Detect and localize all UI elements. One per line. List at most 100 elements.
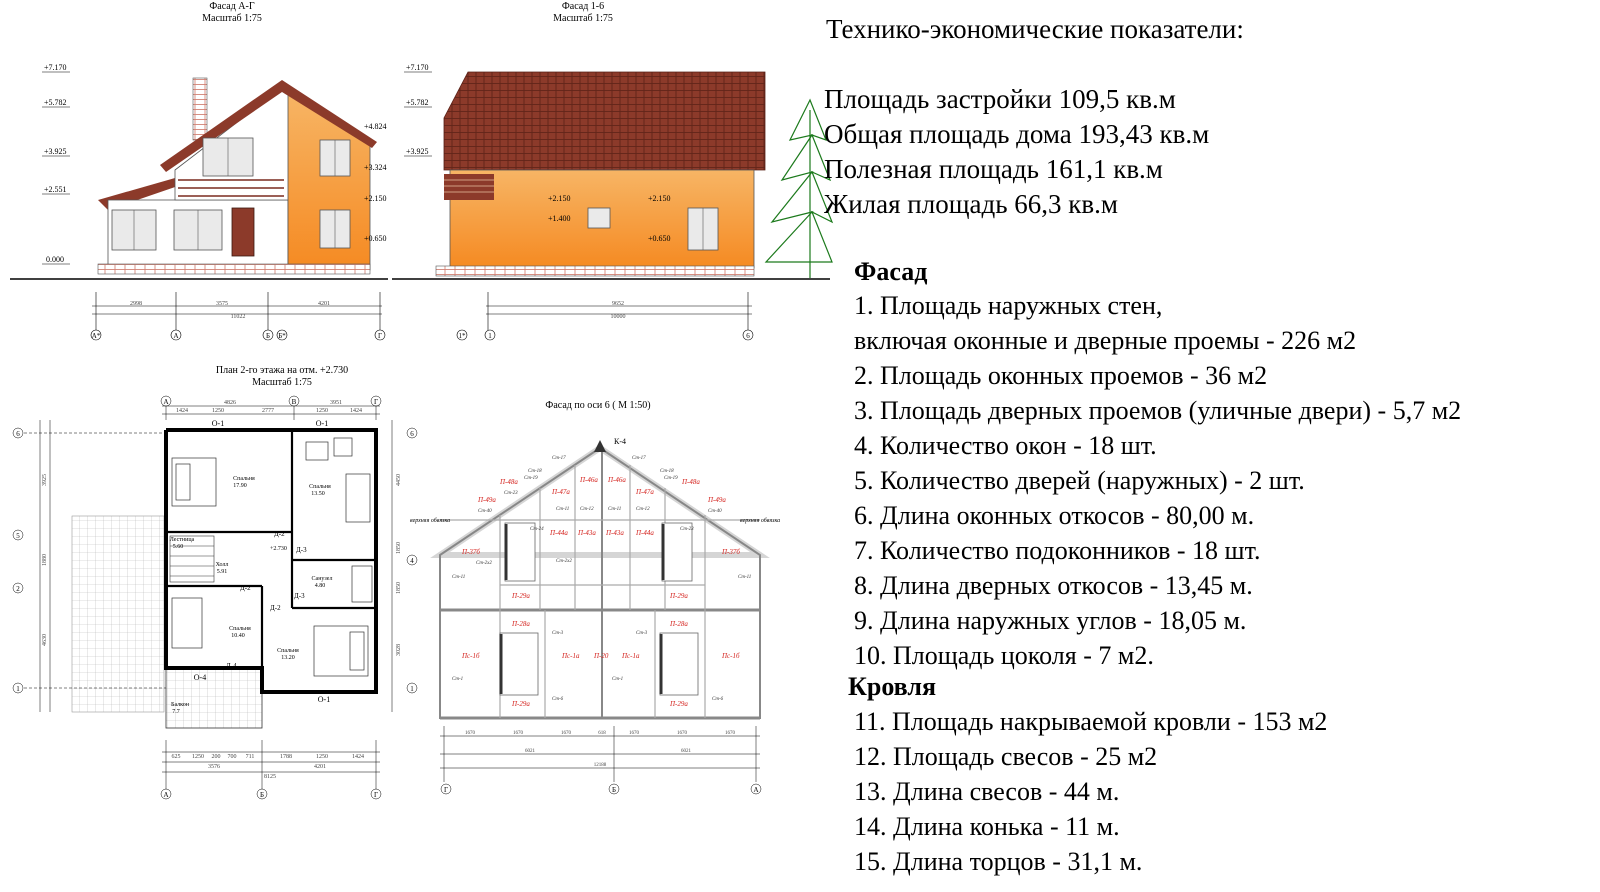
svg-text:Пс-1б: Пс-1б	[461, 652, 480, 660]
facade-a-g: Фасад А-Г Масштаб 1:75 +7.170 +5.782 +3.…	[10, 1, 388, 341]
facade-1-6: Фасад 1-6 Масштаб 1:75 +7.170 +5.782 +3.…	[392, 1, 834, 341]
svg-text:+2.150: +2.150	[548, 194, 571, 203]
svg-text:Ст-3: Ст-3	[636, 631, 648, 636]
svg-text:Пс-1а: Пс-1а	[621, 652, 640, 660]
svg-text:Ст-19: Ст-19	[524, 476, 538, 481]
svg-text:А: А	[753, 786, 758, 794]
svg-text:+7.170: +7.170	[44, 63, 67, 72]
svg-text:Б: Б	[260, 791, 264, 799]
svg-text:Спальня: Спальня	[309, 484, 331, 490]
plan-top-dims: 1424 1250 2777 1250 1424 4826 3951	[176, 400, 362, 414]
axis6-beam-labels: Ст-17 Ст-18 Ст-19 Ст-17 Ст-18 Ст-19 Ст-4…	[452, 456, 751, 702]
svg-text:П-48а: П-48а	[681, 478, 700, 486]
svg-text:Б: Б	[612, 786, 616, 794]
facade-16-marks: +2.150 +1.400 +2.150 +0.650	[548, 194, 671, 243]
svg-text:3576: 3576	[208, 764, 220, 770]
indicator-living-area: Жилая площадь 66,3 кв.м	[824, 189, 1118, 219]
svg-text:В: В	[292, 398, 297, 406]
svg-text:П-43а: П-43а	[577, 529, 596, 537]
svg-text:10000: 10000	[611, 314, 626, 320]
svg-text:Ст-1: Ст-1	[612, 677, 623, 682]
svg-text:+0.650: +0.650	[364, 234, 387, 243]
svg-text:Пс-1а: Пс-1а	[561, 652, 580, 660]
facade-16-title: Фасад 1-6	[562, 1, 604, 12]
svg-text:1670: 1670	[561, 731, 572, 736]
axis6-ridge: К-4	[614, 437, 626, 446]
plan-axes-top: А В Г	[160, 395, 382, 407]
svg-text:Г: Г	[374, 791, 378, 799]
svg-text:10.40: 10.40	[231, 633, 245, 639]
plan-title: План 2-го этажа на отм. +2.730	[216, 365, 348, 376]
plan-doors: Д-2 Д-3 Д-2 Д-3 Д-2 Д-4	[226, 530, 307, 670]
svg-text:+5.782: +5.782	[44, 98, 67, 107]
facade-heading: Фасад	[854, 257, 928, 286]
indicators-panel: Технико-экономические показатели: Площад…	[824, 0, 1600, 892]
svg-text:П-29а: П-29а	[669, 700, 688, 708]
svg-text:11022: 11022	[231, 314, 246, 320]
svg-text:1250: 1250	[192, 754, 204, 760]
plan-bottom-dims: 625 1250 200 700 711 1788 1250 1424 3576…	[172, 754, 365, 780]
svg-text:П-44а: П-44а	[549, 529, 568, 537]
svg-text:Ст-12: Ст-12	[580, 507, 594, 512]
svg-text:+2.551: +2.551	[44, 185, 67, 194]
svg-text:5.60: 5.60	[173, 544, 184, 550]
svg-text:Ст-19: Ст-19	[664, 476, 678, 481]
indicators-title: Технико-экономические показатели:	[826, 14, 1244, 44]
svg-text:+3.324: +3.324	[364, 163, 387, 172]
svg-text:Д-2: Д-2	[274, 530, 285, 538]
svg-text:0.000: 0.000	[46, 255, 64, 264]
svg-text:1670: 1670	[629, 731, 640, 736]
svg-text:4630: 4630	[42, 634, 48, 646]
svg-text:8125: 8125	[264, 774, 276, 780]
svg-text:Б*: Б*	[278, 332, 286, 340]
svg-text:1: 1	[410, 685, 414, 693]
svg-text:Ст-2х2: Ст-2х2	[476, 561, 492, 566]
facade-item-6: 6. Длина оконных откосов - 80,00 м.	[854, 501, 1255, 530]
roof-item-13: 13. Длина свесов - 44 м.	[854, 777, 1120, 806]
svg-text:1670: 1670	[465, 731, 476, 736]
svg-text:4: 4	[410, 557, 414, 565]
facade-16-levels: +7.170 +5.782 +3.925	[404, 63, 432, 157]
svg-text:Г: Г	[374, 398, 378, 406]
svg-text:А: А	[173, 332, 178, 340]
facade-ag-scale: Масштаб 1:75	[202, 13, 262, 24]
svg-text:200: 200	[212, 754, 221, 760]
svg-text:1250: 1250	[212, 408, 224, 414]
svg-text:+3.925: +3.925	[406, 147, 429, 156]
svg-text:6021: 6021	[681, 749, 692, 754]
svg-text:П-49а: П-49а	[707, 496, 726, 504]
svg-text:П-28а: П-28а	[669, 620, 688, 628]
svg-text:1424: 1424	[352, 754, 364, 760]
svg-text:1670: 1670	[513, 731, 524, 736]
svg-text:Ст-11: Ст-11	[738, 575, 751, 580]
svg-text:Ст-23: Ст-23	[680, 527, 694, 532]
facade-item-10: 10. Площадь цоколя - 7 м2.	[854, 641, 1154, 670]
svg-text:П-43а: П-43а	[605, 529, 624, 537]
svg-text:+7.170: +7.170	[406, 63, 429, 72]
svg-text:1250: 1250	[316, 408, 328, 414]
svg-text:5.91: 5.91	[217, 569, 228, 575]
roof-item-12: 12. Площадь свесов - 25 м2	[854, 742, 1158, 771]
svg-text:Ст-24: Ст-24	[530, 527, 544, 532]
plan-side-dims: 4450 1850 1850 3028 3925 1880 4630	[42, 474, 402, 656]
svg-text:Б: Б	[266, 332, 270, 340]
facade-ag-axes: А* А Б Б* Г	[90, 329, 386, 341]
svg-text:Ст-2х2: Ст-2х2	[556, 559, 572, 564]
svg-text:Спальня: Спальня	[229, 626, 251, 632]
facade-axis-6: Фасад по оси 6 ( М 1:50) К-4 верхняя обв…	[410, 400, 780, 795]
svg-text:2: 2	[16, 585, 20, 593]
svg-text:3925: 3925	[42, 474, 48, 486]
roof-item-11: 11. Площадь накрываемой кровли - 153 м2	[854, 707, 1328, 736]
svg-text:А: А	[163, 398, 168, 406]
plan-axes-bottom: А Б Г	[160, 788, 382, 800]
plan-scale: Масштаб 1:75	[252, 377, 312, 388]
indicator-useful-area: Полезная площадь 161,1 кв.м	[824, 154, 1163, 184]
svg-text:П-49а: П-49а	[477, 496, 496, 504]
svg-text:Спальня: Спальня	[233, 476, 255, 482]
svg-text:4201: 4201	[318, 301, 330, 307]
svg-text:700: 700	[228, 754, 237, 760]
facade-ag-title: Фасад А-Г	[209, 1, 254, 12]
svg-text:П-29а: П-29а	[511, 700, 530, 708]
facade-16-dims: 9652 10000	[611, 301, 626, 320]
facade-item-2: 2. Площадь оконных проемов - 36 м2	[854, 361, 1268, 390]
